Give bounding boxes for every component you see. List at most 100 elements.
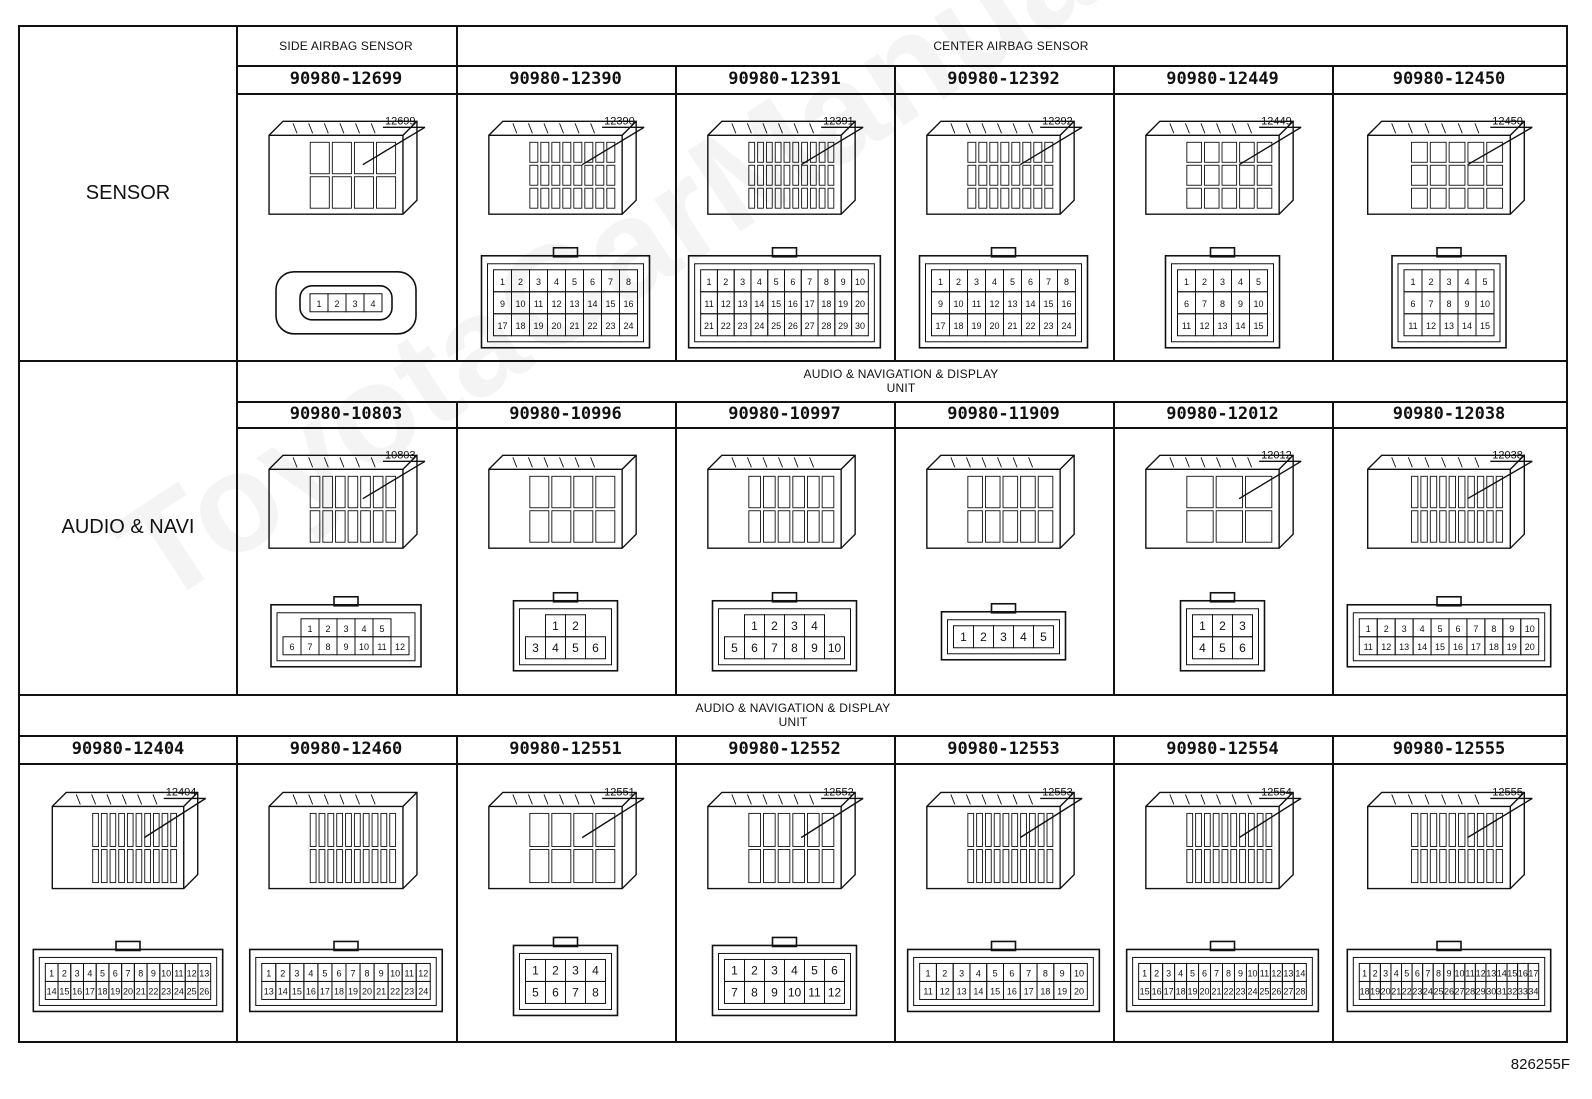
pin-number: 9	[938, 299, 943, 309]
connector-body-3d	[488, 120, 637, 215]
pin-number: 10	[161, 968, 171, 978]
pin-number: 8	[1226, 968, 1231, 978]
pin-number: 18	[1489, 642, 1499, 652]
pin-number: 1	[316, 299, 321, 309]
pin-number: 13	[1217, 321, 1227, 331]
connector-body-3d	[1145, 791, 1294, 890]
connector-housing	[1346, 948, 1552, 1013]
part-number-12392: 90980-12392	[947, 69, 1060, 89]
connector-housing	[918, 254, 1089, 349]
pin-number: 1	[1184, 277, 1189, 287]
pin-number: 20	[123, 986, 133, 996]
pin-cavity	[197, 980, 212, 1000]
pin-cavity	[1232, 636, 1253, 660]
pin-number: 10	[1525, 624, 1535, 634]
pin-number: 11	[1182, 321, 1191, 331]
pin-number: 4	[1199, 641, 1206, 655]
pin-number: 4	[811, 619, 818, 633]
pin-number: 2	[62, 968, 67, 978]
pin-number: 11	[1465, 968, 1474, 978]
part-number-12553: 90980-12553	[947, 739, 1060, 759]
pin-number: 23	[1043, 321, 1053, 331]
callout-leader	[362, 460, 426, 500]
connector-body-3d	[707, 120, 856, 215]
pin-number: 8	[751, 985, 758, 999]
pin-number: 27	[805, 321, 815, 331]
pin-number: 15	[1507, 968, 1517, 978]
connector-ref-label: 12450	[1492, 115, 1523, 127]
pin-number: 17	[1024, 986, 1034, 996]
pin-number: 17	[497, 321, 507, 331]
connector-housing	[711, 599, 858, 672]
row-label-audio-navi: AUDIO & NAVI	[61, 515, 195, 538]
pin-number: 5	[100, 968, 105, 978]
pin-number: 1	[938, 277, 943, 287]
group-title-line2: UNIT	[886, 380, 916, 395]
pin-number: 4	[976, 968, 981, 978]
pin-number: 6	[1184, 299, 1189, 309]
pin-number: 3	[1166, 968, 1171, 978]
pin-number: 18	[1040, 986, 1050, 996]
pin-number: 11	[923, 986, 932, 996]
connector-housing	[248, 948, 444, 1013]
pin-number: 2	[1154, 968, 1159, 978]
pin-number: 10	[855, 277, 865, 287]
pin-number: 2	[280, 968, 285, 978]
connector-body-3d	[488, 791, 637, 890]
pin-number: 14	[1235, 321, 1245, 331]
pin-number: 20	[1074, 986, 1084, 996]
pin-number: 11	[174, 968, 183, 978]
pin-number: 9	[379, 968, 384, 978]
pin-number: 10	[359, 642, 369, 652]
pin-number: 15	[1253, 321, 1263, 331]
callout-leader	[800, 797, 864, 839]
pin-number: 15	[1435, 642, 1445, 652]
pin-number: 3	[1383, 968, 1388, 978]
connector-housing	[940, 610, 1067, 661]
pin-number: 1	[707, 277, 712, 287]
group-title-line1: AUDIO & NAVIGATION & DISPLAY	[803, 366, 999, 381]
pin-number: 16	[306, 986, 316, 996]
pin-number: 10	[828, 641, 842, 655]
connector-housing	[1164, 254, 1281, 349]
pin-number: 6	[751, 641, 758, 655]
connector-body-3d	[1367, 791, 1525, 890]
pin-number: 29	[1476, 986, 1486, 996]
group-audio-navigation-display-unit: AUDIO & NAVIGATION & DISPLAY UNIT	[236, 360, 1566, 401]
pin-number: 20	[855, 299, 865, 309]
pin-number: 15	[292, 986, 302, 996]
pin-number: 11	[534, 299, 543, 309]
pin-number: 20	[989, 321, 999, 331]
pin-number: 6	[1028, 277, 1033, 287]
callout-leader	[1467, 126, 1533, 166]
pin-number: 3	[974, 277, 979, 287]
pin-number: 17	[85, 986, 95, 996]
callout-leader	[800, 126, 864, 166]
pin-number: 5	[811, 963, 818, 977]
pin-number: 8	[1043, 968, 1048, 978]
pin-number: 4	[1394, 968, 1399, 978]
pin-number: 21	[1391, 986, 1401, 996]
connector-body-3d	[926, 791, 1075, 890]
pin-number: 22	[1402, 986, 1412, 996]
pin-number: 2	[334, 299, 339, 309]
pin-number: 3	[352, 299, 357, 309]
connector-body-3d	[1145, 454, 1294, 549]
pin-number: 26	[1444, 986, 1454, 996]
connector-ref-label: 12699	[385, 115, 416, 127]
pin-number: 12	[1426, 321, 1436, 331]
pin-number: 12	[187, 968, 197, 978]
pin-number: 17	[1164, 986, 1174, 996]
callout-leader	[362, 126, 426, 166]
pin-number: 6	[289, 642, 294, 652]
pin-number: 20	[1525, 642, 1535, 652]
pin-number: 2	[771, 619, 778, 633]
pin-number: 5	[379, 624, 384, 634]
